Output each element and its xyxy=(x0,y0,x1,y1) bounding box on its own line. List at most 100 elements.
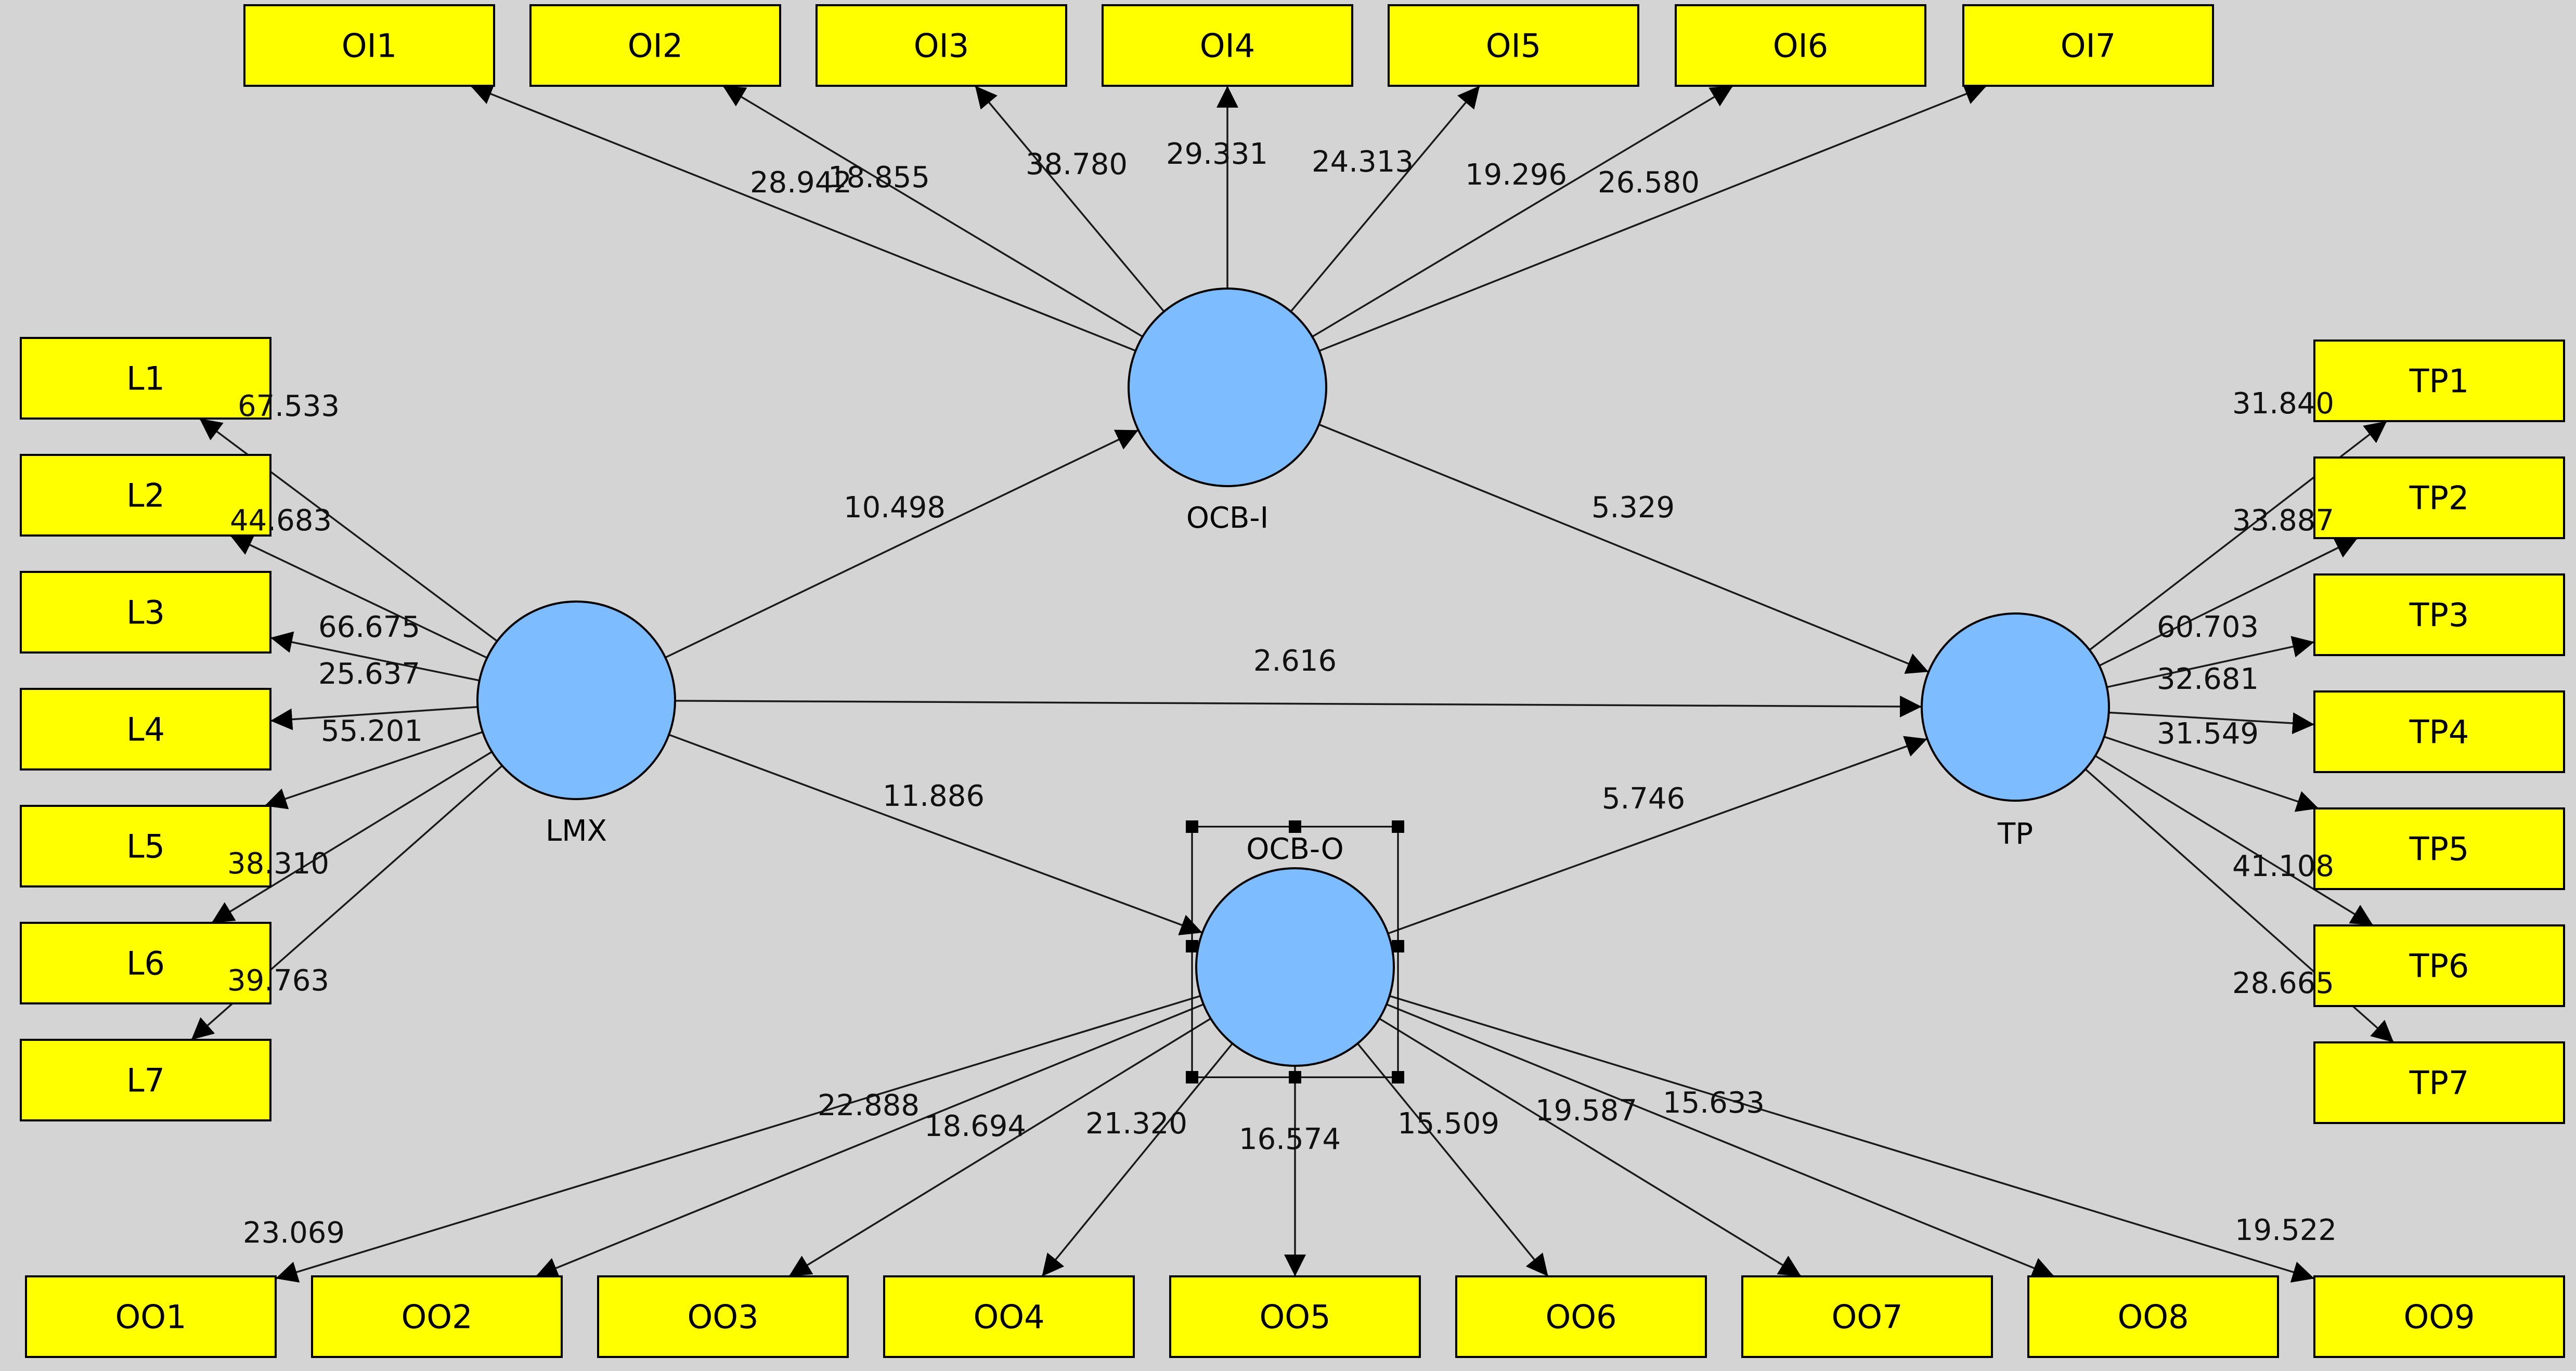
indicator-oo8[interactable]: OO8 xyxy=(2027,1275,2279,1358)
indicator-tp1[interactable]: TP1 xyxy=(2313,340,2565,422)
loading-arrow-oi7[interactable] xyxy=(1318,83,1987,352)
indicator-oi6[interactable]: OI6 xyxy=(1675,4,1926,87)
indicator-l5[interactable]: L5 xyxy=(20,805,271,887)
indicator-box[interactable] xyxy=(2313,924,2565,1007)
indicator-oo2[interactable]: OO2 xyxy=(311,1275,563,1358)
path-arrow-ocb-i-to-tp[interactable] xyxy=(1318,423,1929,674)
latent-ocb-i[interactable]: OCB-I xyxy=(1128,288,1327,535)
latent-circle[interactable] xyxy=(1195,867,1395,1067)
indicator-box[interactable] xyxy=(2313,690,2565,773)
indicator-box[interactable] xyxy=(2313,573,2565,656)
indicator-box[interactable] xyxy=(2313,340,2565,422)
indicator-oi7[interactable]: OI7 xyxy=(1962,4,2214,87)
latent-ocb-o[interactable]: OCB-O xyxy=(1195,832,1395,1067)
indicator-oi2[interactable]: OI2 xyxy=(529,4,781,87)
loading-arrow-oo2[interactable] xyxy=(535,1003,1204,1278)
indicator-oo6[interactable]: OO6 xyxy=(1455,1275,1707,1358)
indicator-box[interactable] xyxy=(1962,4,2214,87)
indicator-box[interactable] xyxy=(20,805,271,887)
indicator-tp3[interactable]: TP3 xyxy=(2313,573,2565,656)
indicator-tp5[interactable]: TP5 xyxy=(2313,807,2565,890)
indicator-box[interactable] xyxy=(20,454,271,537)
latent-circle[interactable] xyxy=(1128,288,1327,487)
indicator-box[interactable] xyxy=(883,1275,1135,1358)
loading-arrow-tp2[interactable] xyxy=(2099,537,2358,667)
resize-handle[interactable] xyxy=(1289,1071,1301,1083)
loading-arrow-oi3[interactable] xyxy=(974,85,1165,312)
path-arrow-lmx-to-tp[interactable] xyxy=(675,695,1922,717)
loading-arrow-tp5[interactable] xyxy=(2104,736,2319,812)
indicator-box[interactable] xyxy=(1102,4,1353,87)
loading-arrow-oo9[interactable] xyxy=(1389,995,2315,1283)
latent-circle[interactable] xyxy=(476,600,676,800)
indicator-box[interactable] xyxy=(1455,1275,1707,1358)
indicator-l7[interactable]: L7 xyxy=(20,1039,271,1121)
indicator-box[interactable] xyxy=(2313,456,2565,539)
indicator-box[interactable] xyxy=(25,1275,277,1358)
indicator-l1[interactable]: L1 xyxy=(20,337,271,420)
indicator-oi1[interactable]: OI1 xyxy=(243,4,495,87)
indicator-tp2[interactable]: TP2 xyxy=(2313,456,2565,539)
loading-arrow-oi5[interactable] xyxy=(1290,85,1481,312)
loading-arrow-oo8[interactable] xyxy=(1386,1003,2055,1278)
indicator-tp6[interactable]: TP6 xyxy=(2313,924,2565,1007)
indicator-box[interactable] xyxy=(1169,1275,1421,1358)
path-arrow-lmx-to-ocb-o[interactable] xyxy=(668,734,1203,935)
indicator-box[interactable] xyxy=(20,1039,271,1121)
indicator-oo5[interactable]: OO5 xyxy=(1169,1275,1421,1358)
indicator-box[interactable] xyxy=(529,4,781,87)
loading-arrow-oo1[interactable] xyxy=(275,995,1201,1283)
indicator-oi3[interactable]: OI3 xyxy=(815,4,1067,87)
indicator-tp7[interactable]: TP7 xyxy=(2313,1041,2565,1124)
indicator-box[interactable] xyxy=(597,1275,849,1358)
indicator-box[interactable] xyxy=(20,337,271,420)
indicator-box[interactable] xyxy=(2313,1041,2565,1124)
indicator-box[interactable] xyxy=(20,571,271,654)
indicator-oi5[interactable]: OI5 xyxy=(1388,4,1639,87)
indicator-box[interactable] xyxy=(1741,1275,1993,1358)
loading-arrow-oi1[interactable] xyxy=(470,84,1136,352)
loading-arrow-oo6[interactable] xyxy=(1356,1042,1549,1277)
indicator-l3[interactable]: L3 xyxy=(20,571,271,654)
indicator-box[interactable] xyxy=(243,4,495,87)
indicator-oo4[interactable]: OO4 xyxy=(883,1275,1135,1358)
indicator-box[interactable] xyxy=(20,688,271,771)
loading-arrow-l5[interactable] xyxy=(264,731,483,809)
resize-handle[interactable] xyxy=(1186,1071,1198,1083)
path-arrow-ocb-o-to-tp[interactable] xyxy=(1388,736,1928,935)
indicator-oo3[interactable]: OO3 xyxy=(597,1275,849,1358)
indicator-box[interactable] xyxy=(815,4,1067,87)
indicator-oo1[interactable]: OO1 xyxy=(25,1275,277,1358)
resize-handle[interactable] xyxy=(1392,940,1404,952)
resize-handle[interactable] xyxy=(1186,940,1198,952)
indicator-box[interactable] xyxy=(2027,1275,2279,1358)
loading-arrow-l2[interactable] xyxy=(229,534,488,659)
indicator-box[interactable] xyxy=(2313,1275,2565,1358)
latent-lmx[interactable]: LMX xyxy=(476,600,676,848)
loading-arrow-tp6[interactable] xyxy=(2094,755,2374,926)
indicator-box[interactable] xyxy=(311,1275,563,1358)
indicator-box[interactable] xyxy=(2313,807,2565,890)
loading-arrow-tp4[interactable] xyxy=(2108,711,2315,735)
indicator-oi4[interactable]: OI4 xyxy=(1102,4,1353,87)
indicator-l2[interactable]: L2 xyxy=(20,454,271,537)
indicator-oo7[interactable]: OO7 xyxy=(1741,1275,1993,1358)
indicator-oo9[interactable]: OO9 xyxy=(2313,1275,2565,1358)
resize-handle[interactable] xyxy=(1186,820,1198,833)
indicator-box[interactable] xyxy=(20,922,271,1004)
loading-arrow-l6[interactable] xyxy=(211,751,493,924)
latent-tp[interactable]: TP xyxy=(1921,612,2110,851)
loading-arrow-oo7[interactable] xyxy=(1379,1017,1802,1277)
indicator-tp4[interactable]: TP4 xyxy=(2313,690,2565,773)
indicator-box[interactable] xyxy=(1675,4,1926,87)
path-arrow-lmx-to-ocb-i[interactable] xyxy=(665,429,1139,659)
loading-arrow-oo4[interactable] xyxy=(1041,1042,1234,1277)
loading-arrow-oi2[interactable] xyxy=(722,85,1143,338)
indicator-l4[interactable]: L4 xyxy=(20,688,271,771)
latent-circle[interactable] xyxy=(1921,612,2110,802)
indicator-box[interactable] xyxy=(1388,4,1639,87)
loading-arrow-tp3[interactable] xyxy=(2106,636,2315,688)
loading-arrow-l4[interactable] xyxy=(270,706,478,730)
resize-handle[interactable] xyxy=(1392,820,1404,833)
loading-arrow-oo3[interactable] xyxy=(788,1017,1211,1277)
